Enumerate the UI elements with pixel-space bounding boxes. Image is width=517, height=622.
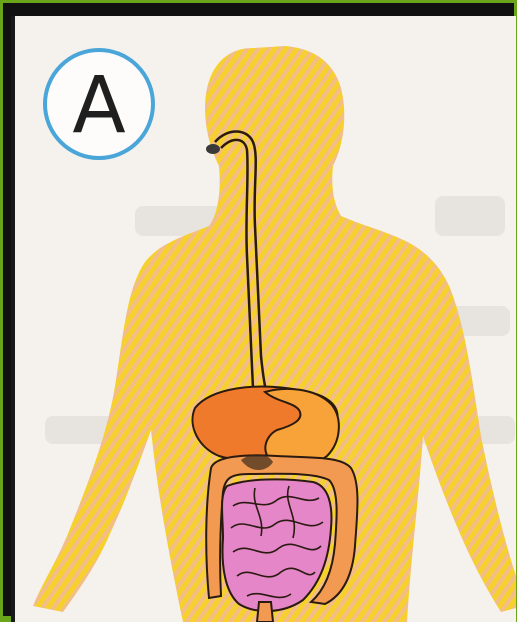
rectum-tube — [257, 602, 273, 622]
mouth-icon — [206, 144, 220, 154]
figure-label-badge: A — [43, 48, 155, 160]
diagram-panel: A — [11, 16, 516, 622]
figure-label: A — [72, 67, 125, 145]
